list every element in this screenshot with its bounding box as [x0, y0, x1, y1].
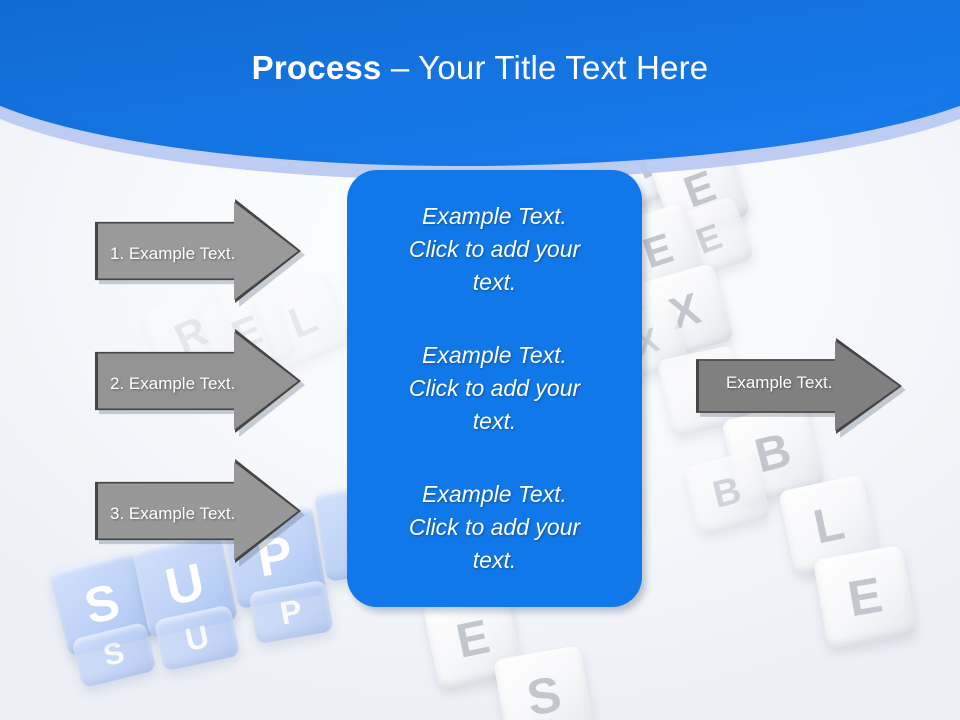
center-panel-text-group: Example Text. Click to add your text. Ex…: [347, 170, 642, 607]
right-arrow-label: Example Text.: [726, 373, 833, 392]
arrow-3-label: 3. Example Text.: [110, 504, 236, 523]
center-paragraph-2: Example Text. Click to add your text.: [408, 342, 581, 434]
center-paragraph-1: Example Text. Click to add your text.: [408, 203, 581, 295]
center-paragraph-3: Example Text. Click to add your text.: [408, 481, 581, 573]
page-title-bold: Process: [251, 49, 382, 86]
center-content-panel[interactable]: Example Text. Click to add your text. Ex…: [347, 170, 642, 607]
page-title-rest: – Your Title Text Here: [381, 49, 709, 86]
arrow-1-label: 1. Example Text.: [110, 244, 236, 263]
page-title: Process – Your Title Text Here: [0, 48, 960, 88]
arrow-2-label: 2. Example Text.: [110, 374, 236, 393]
letter-block-e3: E: [812, 544, 918, 650]
